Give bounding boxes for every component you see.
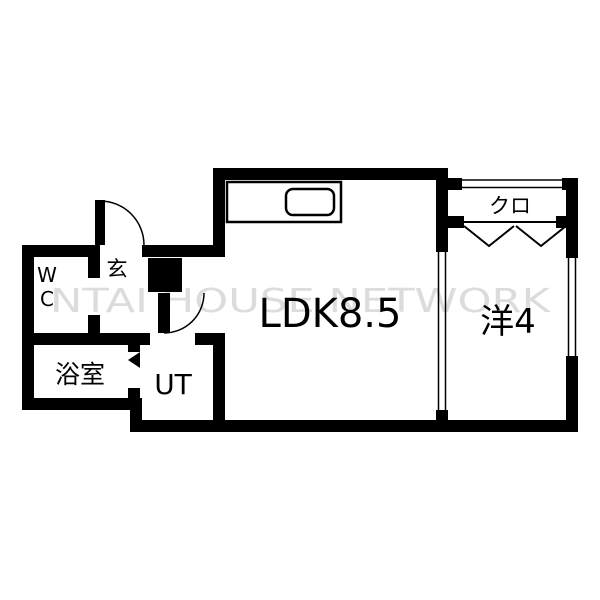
wall-divider-bottom-stub [436, 410, 448, 420]
wall-closet-top-left-stub [448, 178, 462, 190]
kitchen-sink [284, 187, 336, 217]
wall-genkan-top [142, 245, 225, 257]
entrance-door-arc [99, 200, 145, 246]
wall-bottom [130, 420, 578, 432]
wall-ut-right [213, 333, 225, 432]
entrance-label: 玄 [107, 257, 128, 281]
watermark-text: NTAI HOUSE NETWORK [50, 281, 552, 320]
interior-door-arc [163, 292, 205, 334]
wall-ldk-top [213, 168, 448, 180]
closet-folding-door-right [515, 225, 567, 248]
wall-wc-right-lower [88, 315, 100, 333]
wall-top-left [22, 245, 100, 257]
wall-left-outer [22, 245, 34, 410]
wc-label-line2: C [40, 287, 54, 311]
window-above-closet [462, 179, 562, 189]
closet-folding-door-left [463, 225, 515, 248]
genkan-pillar-block [148, 258, 182, 292]
wall-bath-ut-top-stub [128, 345, 140, 352]
wall-ut-top-stub [195, 333, 225, 345]
bath-label: 浴室 [55, 360, 105, 389]
wall-bottom-connector [130, 398, 142, 432]
wc-label-line1: W [37, 263, 57, 287]
window-right-wall [567, 258, 577, 356]
closet-label: クロ [489, 194, 531, 218]
entrance-door-leaf [95, 200, 105, 245]
interior-door-leaf [158, 293, 170, 333]
ldk-label: LDK8.5 [259, 291, 402, 337]
wall-right-lower [566, 356, 578, 432]
wall-bath-bottom [22, 398, 142, 410]
walls [22, 168, 578, 432]
western-room-label: 洋4 [480, 302, 536, 342]
bath-door-marker [128, 352, 140, 368]
utility-label: UT [154, 368, 192, 401]
wall-wc-right-upper [88, 257, 100, 278]
wall-hall-bottom [22, 333, 150, 345]
wall-bath-ut-bottom-stub [128, 388, 140, 398]
wall-ldk-left-upper [213, 168, 225, 257]
wall-divider-top-stub [436, 180, 448, 252]
